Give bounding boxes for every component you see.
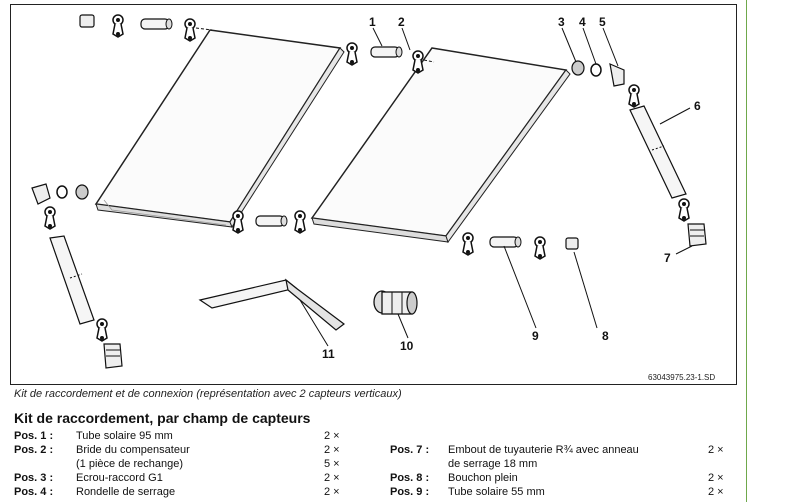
page-margin-line: [746, 0, 747, 502]
callout-6: 6: [694, 99, 701, 113]
fittings-left: [31, 183, 89, 230]
position-label: Pos. 2 :: [14, 444, 54, 456]
item-description: Tube solaire 55 mm: [448, 486, 545, 498]
position-label: Pos. 8 :: [390, 472, 430, 484]
item-quantity: 5 ×: [324, 458, 340, 470]
figure-reference-code: 63043975.23-1.SD: [648, 373, 715, 382]
item-description: Tube solaire 95 mm: [76, 430, 173, 442]
callout-10: 10: [400, 339, 414, 353]
vertical-tube-left: [49, 235, 123, 369]
callout-5: 5: [599, 15, 606, 29]
item-quantity: 2 ×: [324, 430, 340, 442]
position-label: Pos. 1 :: [14, 430, 54, 442]
item-quantity: 2 ×: [324, 486, 340, 498]
vertical-tube-right: [629, 105, 707, 247]
solar-collector-right: [310, 47, 571, 244]
fittings-top-middle: [346, 42, 435, 74]
solar-collector-left: [94, 29, 345, 229]
item-quantity: 2 ×: [708, 472, 724, 484]
fittings-top-left: [79, 14, 213, 42]
item-description: Rondelle de serrage: [76, 486, 176, 498]
callout-9: 9: [532, 329, 539, 343]
item-description: Embout de tuyauterie R¾ avec anneau: [448, 444, 639, 456]
callout-3: 3: [558, 15, 565, 29]
callout-1: 1: [369, 15, 376, 29]
item-description: Ecrou-raccord G1: [76, 472, 163, 484]
item-description: (1 pièce de rechange): [76, 458, 184, 470]
item-quantity: 2 ×: [708, 444, 724, 456]
position-label: Pos. 4 :: [14, 486, 54, 498]
item-description: de serrage 18 mm: [448, 458, 538, 470]
callout-2: 2: [398, 15, 405, 29]
hex-key: [198, 278, 345, 331]
callout-4: 4: [579, 15, 586, 29]
kit-title: Kit de raccordement, par champ de capteu…: [14, 410, 311, 426]
callout-11: 11: [322, 347, 335, 361]
item-description: Bouchon plein: [448, 472, 518, 484]
callout-7: 7: [664, 251, 671, 265]
item-quantity: 2 ×: [708, 486, 724, 498]
union-nut: [373, 290, 418, 315]
fittings-bottom-right: [462, 232, 579, 260]
item-description: Bride du compensateur: [76, 444, 190, 456]
position-label: Pos. 7 :: [390, 444, 430, 456]
callout-8: 8: [602, 329, 609, 343]
leader-lines: [299, 27, 693, 347]
fittings-top-right: [571, 60, 640, 108]
position-label: Pos. 3 :: [14, 472, 54, 484]
figure-caption: Kit de raccordement et de connexion (rep…: [14, 388, 402, 400]
position-label: Pos. 9 :: [390, 486, 430, 498]
item-quantity: 2 ×: [324, 472, 340, 484]
fittings-bottom-middle: [232, 210, 306, 234]
item-quantity: 2 ×: [324, 444, 340, 456]
